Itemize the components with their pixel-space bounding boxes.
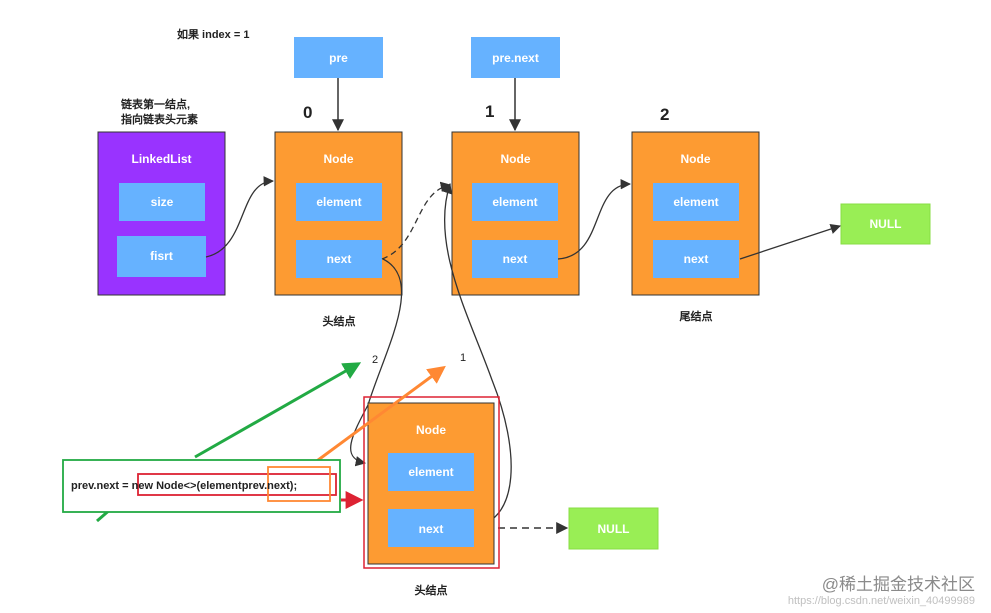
- null-box-top: NULL: [840, 203, 931, 245]
- node-0-element-field: element: [316, 195, 361, 209]
- linkedlist-size-field: size: [151, 195, 174, 209]
- node-1: Node element next: [451, 131, 580, 296]
- svg-text:NULL: NULL: [870, 217, 902, 231]
- first-node-note-line2: 指向链表头元素: [121, 112, 198, 126]
- svg-text:2: 2: [372, 354, 378, 366]
- node-0-next-field: next: [327, 252, 352, 266]
- pre-pointer-box: pre: [294, 37, 383, 78]
- node-1-next-field: next: [503, 252, 528, 266]
- watermark-brand: @稀土掘金技术社区: [822, 575, 975, 594]
- node1-to-node2-arrow: [557, 179, 632, 260]
- tail-node-label: 尾结点: [679, 309, 713, 323]
- node-index-1: 1: [485, 102, 494, 121]
- linkedlist-first-field: fisrt: [150, 249, 173, 263]
- new-node-element-field: element: [408, 465, 453, 479]
- step-label-2: 2: [369, 352, 381, 366]
- pre-next-pointer-box: pre.next: [471, 37, 560, 78]
- condition-text: 如果 index = 1: [177, 27, 249, 41]
- new-link-step2-curve: [350, 258, 403, 467]
- null-box-bottom: NULL: [568, 507, 659, 550]
- new-node-next-field: next: [419, 522, 444, 536]
- head-node-label: 头结点: [323, 314, 356, 328]
- node-0-title: Node: [324, 152, 354, 166]
- code-statement: prev.next = new Node<>(elementprev.next)…: [62, 459, 341, 513]
- linkedlist-title: LinkedList: [131, 152, 191, 166]
- svg-text:1: 1: [460, 352, 466, 364]
- code-text: prev.next = new Node<>(elementprev.next)…: [71, 480, 297, 492]
- node-2-element-field: element: [673, 195, 718, 209]
- node-1-element-field: element: [492, 195, 537, 209]
- node-2-title: Node: [681, 152, 711, 166]
- step-label-1: 1: [457, 350, 469, 364]
- node-index-2: 2: [660, 105, 669, 124]
- old-link-node0-to-node1-dashed: [381, 181, 452, 260]
- svg-text:pre: pre: [329, 51, 348, 65]
- node-index-0: 0: [303, 103, 312, 122]
- first-node-note-line1: 链表第一结点,: [121, 97, 190, 111]
- new-node-title: Node: [416, 423, 446, 437]
- first-to-node0-arrow: [205, 176, 275, 258]
- green-step-arrow: [194, 362, 362, 459]
- node-1-title: Node: [501, 152, 531, 166]
- orange-step-arrow: [309, 365, 446, 468]
- node2-to-null-arrow: [739, 223, 841, 260]
- new-link-step1-curve: [442, 183, 512, 528]
- watermark-url: https://blog.csdn.net/weixin_40499989: [788, 595, 975, 607]
- node-0: Node element next: [274, 131, 403, 296]
- svg-text:pre.next: pre.next: [492, 51, 539, 65]
- node-2: Node element next: [631, 131, 760, 296]
- linkedlist-box: LinkedList size fisrt: [97, 131, 226, 296]
- new-head-node-label: 头结点: [415, 583, 448, 597]
- new-node: Node element next: [363, 396, 500, 569]
- svg-text:NULL: NULL: [598, 522, 630, 536]
- node-2-next-field: next: [684, 252, 709, 266]
